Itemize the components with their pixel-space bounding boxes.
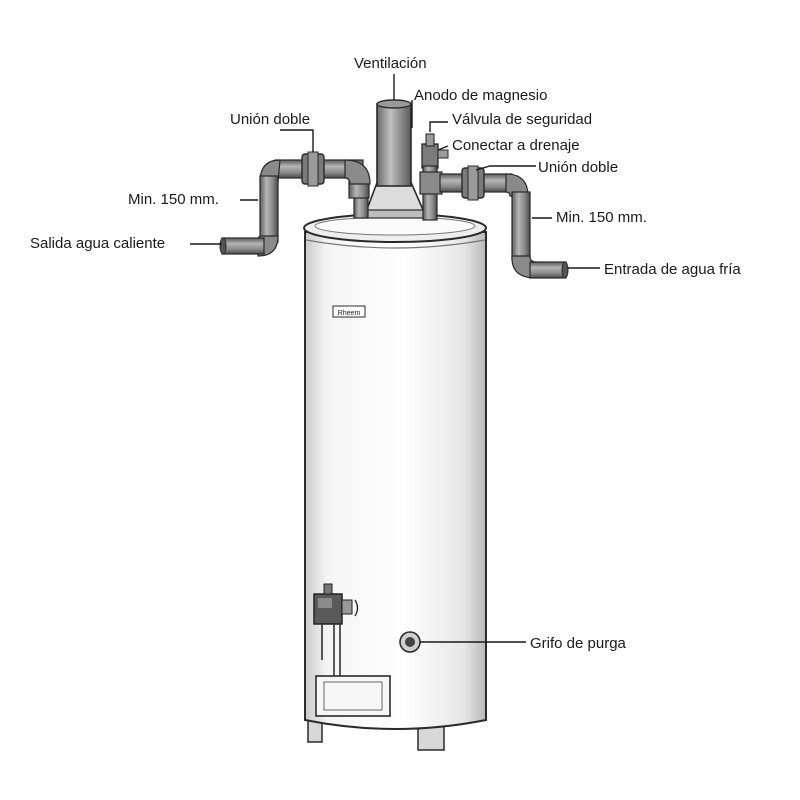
leader-union-right bbox=[475, 165, 536, 171]
tank-body bbox=[304, 231, 487, 730]
callout-labels: Ventilación Anodo de magnesio Unión dobl… bbox=[30, 55, 741, 652]
label-ventilacion: Ventilación bbox=[354, 55, 427, 72]
leader-conectar bbox=[437, 145, 449, 151]
label-entrada-agua-fria: Entrada de agua fría bbox=[604, 261, 741, 278]
leader-lines bbox=[190, 74, 600, 643]
label-conectar-a-drenaje: Conectar a drenaje bbox=[452, 137, 580, 154]
label-min-150-right: Min. 150 mm. bbox=[556, 209, 647, 226]
burner-access-door bbox=[315, 675, 391, 717]
label-union-doble-right: Unión doble bbox=[538, 159, 618, 176]
label-anodo-de-magnesio: Anodo de magnesio bbox=[414, 87, 547, 104]
leader-valvula bbox=[429, 121, 448, 132]
label-valvula-de-seguridad: Válvula de seguridad bbox=[452, 111, 592, 128]
safety-relief-valve bbox=[421, 143, 439, 169]
vent-flue bbox=[359, 99, 429, 219]
label-min-150-left: Min. 150 mm. bbox=[128, 191, 219, 208]
label-salida-agua-caliente: Salida agua caliente bbox=[30, 235, 165, 252]
water-heater-tank: Rheem bbox=[303, 213, 487, 751]
drain-valve bbox=[399, 631, 421, 653]
leader-union-left bbox=[280, 129, 314, 152]
brand-badge bbox=[332, 305, 366, 318]
label-grifo-de-purga: Grifo de purga bbox=[530, 635, 627, 652]
label-union-doble-left: Unión doble bbox=[230, 111, 310, 128]
cold-water-inlet-piping bbox=[419, 133, 569, 279]
brand-badge-text: Rheem bbox=[338, 310, 361, 317]
hot-water-outlet-piping bbox=[219, 151, 371, 257]
